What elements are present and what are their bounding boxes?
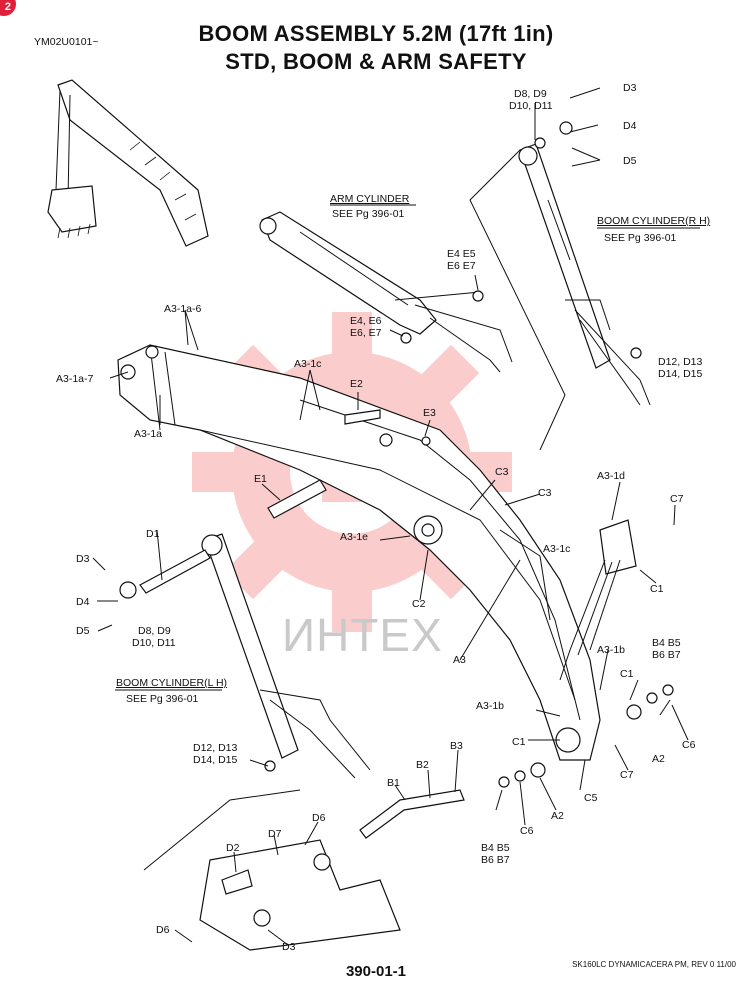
boom-body (117, 344, 601, 761)
boom-cylinder-lh-ref: SEE Pg 396-01 (126, 693, 199, 705)
callout-b4-top: B4 B5 (652, 637, 681, 649)
boom-cylinder-rh-ref: SEE Pg 396-01 (604, 232, 677, 244)
watermark-text: ИНТЕХ (282, 609, 443, 661)
callout-c2: C2 (412, 598, 426, 610)
callout-e6-a: E6 E7 (447, 260, 476, 272)
document-code: YM02U0101~ (34, 36, 99, 48)
callout-b6-low: B6 B7 (481, 854, 510, 866)
title-line-2: STD, BOOM & ARM SAFETY (225, 49, 527, 74)
callout-b1: B1 (387, 777, 400, 789)
callout-e6-b: E6, E7 (350, 327, 382, 339)
callout-d10-left: D10, D11 (132, 637, 176, 649)
base-frame (199, 839, 401, 951)
callout-d6-b: D6 (156, 924, 170, 936)
callout-e4-b: E4, E6 (350, 315, 382, 327)
callout-a3-1b-b: A3-1b (476, 700, 505, 712)
callout-c6-low: C6 (520, 825, 534, 837)
callout-a2-low: A2 (551, 810, 564, 822)
callout-c3-a: C3 (495, 466, 509, 478)
callout-a3-1d: A3-1d (597, 470, 626, 482)
boom-cylinder-rh (518, 143, 651, 406)
callout-c3-b: C3 (538, 487, 552, 499)
callout-c7-low: C7 (620, 769, 634, 781)
callout-a2-r: A2 (652, 753, 665, 765)
callout-d8-left: D8, D9 (138, 625, 171, 637)
callout-c1-top: C1 (650, 583, 664, 595)
callout-d3-top: D3 (623, 82, 637, 94)
callout-d4-left: D4 (76, 596, 90, 608)
callout-c1-mid: C1 (620, 668, 634, 680)
arm-cylinder (259, 211, 513, 373)
callout-b2: B2 (416, 759, 429, 771)
arm-cylinder-label: ARM CYLINDER (330, 193, 410, 205)
callout-c7-top: C7 (670, 493, 684, 505)
pipe-bundle (559, 519, 637, 681)
callout-a3-1e: A3-1e (340, 531, 369, 543)
page-number: 390-01-1 (345, 963, 407, 980)
callout-b3: B3 (450, 740, 463, 752)
callout-d5-left: D5 (76, 625, 90, 637)
callout-c5: C5 (584, 792, 598, 804)
callout-d3-left: D3 (76, 553, 90, 565)
footer-text: SK160LC DYNAMICACERA PM, REV 0 11/00 (572, 960, 736, 969)
callout-d10-top: D10, D11 (509, 100, 553, 112)
callout-d2: D2 (226, 842, 240, 854)
callout-d14-r: D14, D15 (658, 368, 703, 380)
callout-d8-top: D8, D9 (514, 88, 547, 100)
callout-c6-r: C6 (682, 739, 696, 751)
callout-d6-a: D6 (312, 812, 326, 824)
page-badge: 2 (0, 0, 16, 16)
boom-cylinder-lh (201, 533, 371, 779)
callout-d12-l: D12, D13 (193, 742, 238, 754)
callout-e1: E1 (254, 473, 267, 485)
callout-e3: E3 (423, 407, 436, 419)
callout-b6-top: B6 B7 (652, 649, 681, 661)
boom-cylinder-rh-label: BOOM CYLINDER(R H) (597, 215, 711, 227)
callout-a3-1c-top: A3-1c (294, 358, 322, 370)
callout-a3-1c-mid: A3-1c (543, 543, 571, 555)
callout-e2: E2 (350, 378, 363, 390)
callout-d7: D7 (268, 828, 282, 840)
callout-c1-low: C1 (512, 736, 526, 748)
excavator-thumbnail-icon (47, 79, 209, 247)
callout-d4-top: D4 (623, 120, 637, 132)
leader-lines (92, 87, 700, 946)
callout-a3-1a-6: A3-1a-6 (164, 303, 202, 315)
callout-e4-a: E4 E5 (447, 248, 476, 260)
callout-d3-low: D3 (282, 941, 296, 953)
callout-a3-1b-a: A3-1b (597, 644, 626, 656)
callout-a3: A3 (453, 654, 466, 666)
title-line-1: BOOM ASSEMBLY 5.2M (17ft 1in) (198, 21, 554, 46)
callout-b4-low: B4 B5 (481, 842, 510, 854)
callout-d14-l: D14, D15 (193, 754, 238, 766)
callout-d5-top: D5 (623, 155, 637, 167)
boom-cylinder-lh-label: BOOM CYLINDER(L H) (116, 677, 228, 689)
callout-a3-1a: A3-1a (134, 428, 163, 440)
pins (119, 121, 674, 839)
arm-cylinder-ref: SEE Pg 396-01 (332, 208, 405, 220)
callout-a3-1a-7: A3-1a-7 (56, 373, 94, 385)
callout-d12-r: D12, D13 (658, 356, 703, 368)
callout-d1: D1 (146, 528, 160, 540)
